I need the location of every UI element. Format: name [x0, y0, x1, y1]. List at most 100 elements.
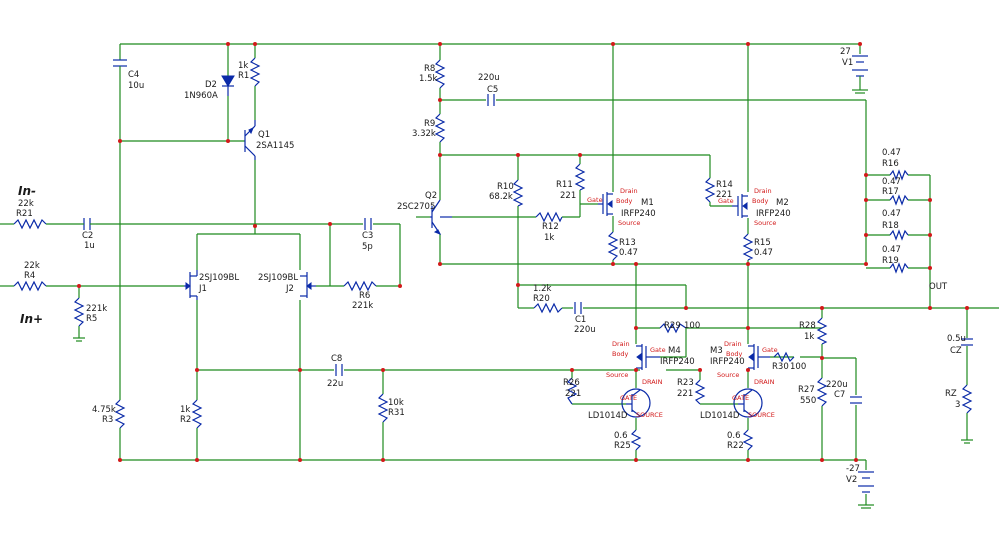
resistor-R21: [13, 218, 47, 230]
V2-value: -27: [846, 464, 860, 474]
C2-ref: C2: [82, 231, 93, 241]
schematic-mark: [631, 409, 641, 417]
schematic-mark: [431, 199, 441, 213]
battery-V2: [858, 471, 874, 509]
text-pins-source: Source: [754, 219, 776, 227]
resistor-R10: [512, 179, 524, 207]
transistor-Q2: [430, 199, 452, 235]
text-pins-drain: Drain: [754, 187, 772, 195]
mosfet-M4: [636, 344, 660, 370]
resistor-R16: [889, 169, 909, 181]
R15-value: 0.47: [754, 248, 773, 258]
R18-ref: R18: [882, 221, 899, 231]
R25-ref: R25: [614, 441, 631, 451]
text-pins-SOURCE: SOURCE: [636, 411, 663, 419]
schematic-mark: [438, 42, 442, 46]
R26-value: 221: [565, 389, 581, 399]
resistor-R30: [773, 351, 795, 363]
text-pins-body: Body: [752, 197, 769, 205]
text-pins-body: Body: [726, 350, 743, 358]
schematic-mark: [381, 458, 385, 462]
schematic-mark: [226, 42, 230, 46]
Q1-ref: Q1: [258, 130, 270, 140]
V2-ref: V2: [846, 475, 857, 485]
schematic-mark: [328, 222, 332, 226]
R21-value: 22k: [18, 199, 34, 209]
R6-ref: R6: [359, 291, 370, 301]
schematic-mark: [438, 153, 442, 157]
R22-ref: R22: [727, 441, 744, 451]
R13-ref: R13: [619, 238, 636, 248]
resistor-R27: [816, 377, 828, 407]
resistor-R25: [630, 429, 642, 451]
schematic-mark: [226, 139, 230, 143]
R15-ref: R15: [754, 238, 771, 248]
schematic-mark: [185, 282, 191, 290]
R16-ref: R16: [882, 159, 899, 169]
schematic-mark: [746, 262, 750, 266]
C3-ref: C3: [362, 231, 373, 241]
schematic-mark: [864, 233, 868, 237]
D2-ref: D2: [205, 80, 217, 90]
R3-value: 4.75k: [92, 405, 116, 415]
C8-ref: C8: [331, 354, 342, 364]
resistor-R23: [694, 379, 706, 405]
R17-value: 0.47: [882, 177, 901, 187]
R14-ref: R14: [716, 180, 733, 190]
U1-value: LD1014D: [588, 411, 628, 421]
diode-D2: [221, 75, 235, 96]
schematic-mark: [570, 368, 574, 372]
resistor-R1: [249, 57, 261, 87]
R22-value: 0.6: [727, 431, 741, 441]
CZ-ref: CZ: [950, 346, 962, 356]
Q1-value: 2SA1145: [256, 141, 294, 151]
R25-value: 0.6: [614, 431, 628, 441]
schematic-mark: [398, 284, 402, 288]
resistor-R12: [535, 211, 563, 223]
J1-ref: J1: [198, 284, 207, 294]
label-in-minus: In-: [18, 184, 36, 198]
text-pins-drain: Drain: [724, 340, 742, 348]
C1-ref: C1: [575, 315, 586, 325]
text-pins-gate: Gate: [762, 346, 778, 354]
CZ-value: 0.5u: [947, 334, 966, 344]
R12-ref: R12: [542, 222, 559, 232]
jfet-J1: [184, 270, 198, 300]
schematic-mark: [631, 389, 641, 397]
V1-value: 27: [840, 47, 851, 57]
schematic-mark: [928, 198, 932, 202]
R20-value: 1.2k: [533, 284, 552, 294]
R5-ref: R5: [86, 314, 97, 324]
resistor-R6: [343, 280, 377, 292]
M3-ref: M3: [710, 346, 723, 356]
schematic-mark: [248, 126, 254, 135]
resistor-R4: [13, 280, 47, 292]
schematic-mark: [820, 458, 824, 462]
R9-ref: R9: [424, 119, 435, 129]
text-pins-gate: Gate: [587, 196, 603, 204]
schematic-mark: [965, 306, 969, 310]
R29-ref: R29: [664, 321, 681, 331]
resistor-R13: [607, 231, 619, 261]
schematic-mark: [748, 353, 754, 361]
C2-value: 1u: [84, 241, 95, 251]
schematic-mark: [634, 458, 638, 462]
Q2-ref: Q2: [425, 191, 437, 201]
C7-value: 220u: [826, 380, 848, 390]
schematic-mark: [634, 368, 638, 372]
schematic-mark: [298, 368, 302, 372]
R13-value: 0.47: [619, 248, 638, 258]
resistor-R8: [434, 59, 446, 89]
resistor-R19: [889, 262, 909, 274]
V1-ref: V1: [842, 58, 853, 68]
C7-ref: C7: [834, 390, 845, 400]
label-in-plus: In+: [20, 312, 43, 326]
schematic-mark: [611, 42, 615, 46]
resistor-RZ: [961, 384, 973, 414]
capacitor-C7: [850, 396, 862, 404]
schematic-mark: [746, 42, 750, 46]
text-pins-drain: Drain: [612, 340, 630, 348]
schematic-mark: [854, 458, 858, 462]
text-pins-drain: Drain: [620, 187, 638, 195]
schematic-mark: [634, 262, 638, 266]
